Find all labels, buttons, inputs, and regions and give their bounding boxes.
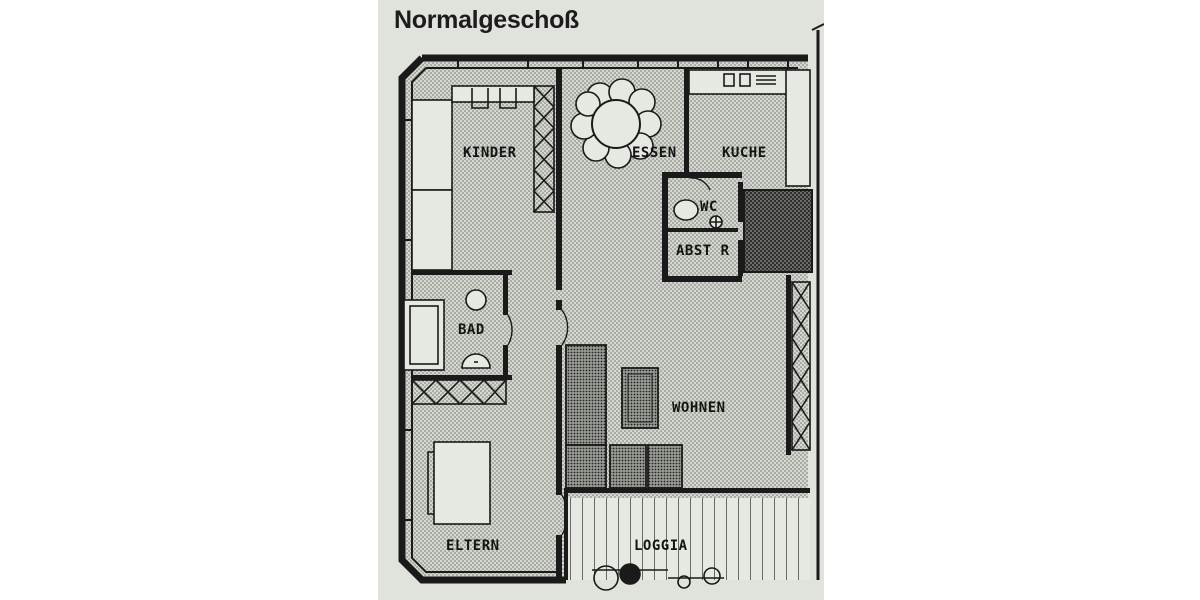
room-label-abstr: ABST R bbox=[676, 243, 730, 259]
room-label-essen: ESSEN bbox=[632, 145, 677, 161]
room-label-kuche: KUCHE bbox=[722, 145, 767, 161]
service-shaft bbox=[743, 189, 813, 273]
room-label-wc: WC bbox=[700, 199, 718, 215]
windows bbox=[402, 58, 789, 521]
loggia-planters bbox=[592, 563, 724, 591]
room-label-loggia: LOGGIA bbox=[634, 538, 688, 554]
eltern-bed bbox=[427, 441, 491, 525]
kitchen-counters bbox=[688, 69, 811, 187]
room-label-kinder: KINDER bbox=[463, 145, 517, 161]
built-in-cabinets bbox=[411, 85, 811, 451]
door-swings bbox=[507, 177, 711, 536]
kinder-furniture bbox=[411, 85, 535, 271]
room-label-wohnen: WOHNEN bbox=[672, 400, 726, 416]
plan-title: Normalgeschoß bbox=[394, 6, 580, 34]
room-label-bad: BAD bbox=[458, 322, 485, 338]
exterior-walls bbox=[398, 23, 824, 584]
floor-plan-sheet: Normalgeschoß bbox=[378, 0, 824, 600]
wc-fixtures bbox=[673, 199, 723, 229]
floor-plan: KINDER ESSEN KUCHE WC ABST R BAD WOHNEN … bbox=[398, 23, 824, 591]
room-label-eltern: ELTERN bbox=[446, 538, 500, 554]
dining-table bbox=[570, 78, 662, 169]
living-furniture bbox=[565, 344, 683, 489]
interior-walls bbox=[412, 68, 810, 580]
bathroom-fixtures bbox=[403, 289, 491, 371]
